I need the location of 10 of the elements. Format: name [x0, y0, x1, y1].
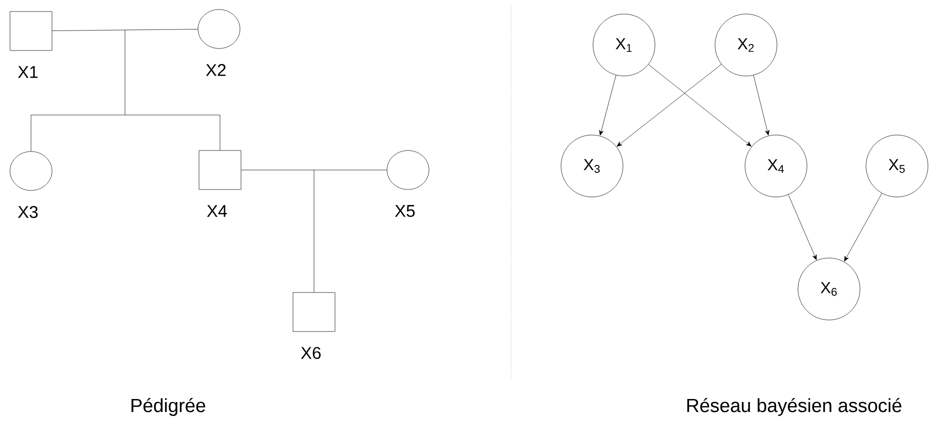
arrow: [844, 193, 882, 262]
pedigree-line: [30, 29, 220, 152]
arrow: [753, 75, 770, 136]
arrow: [599, 74, 616, 136]
arrow: [616, 64, 722, 147]
arrow: [648, 64, 752, 146]
panel-caption: Réseau bayésien associé: [687, 398, 902, 416]
panel-caption: Pédigrée: [132, 398, 206, 416]
arrow: [788, 194, 817, 260]
pedigree-line: [241, 170, 387, 292]
